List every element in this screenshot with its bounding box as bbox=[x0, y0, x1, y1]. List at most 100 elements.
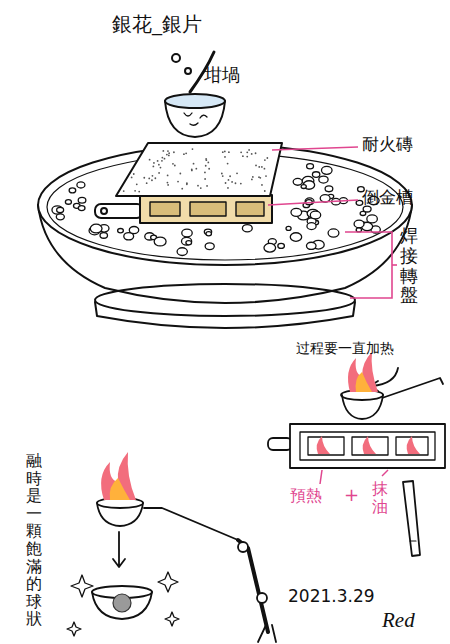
brick-dot bbox=[207, 162, 209, 164]
pebble bbox=[286, 226, 291, 230]
brick-dot bbox=[134, 190, 136, 192]
step-label: 抹油 bbox=[372, 480, 388, 515]
pebble bbox=[129, 226, 138, 233]
torch-rod bbox=[144, 508, 238, 540]
brick-dot bbox=[186, 183, 188, 185]
mold-handle bbox=[95, 204, 143, 218]
step-label: 預熱 bbox=[290, 486, 322, 505]
pebble bbox=[356, 200, 363, 205]
brick-dot bbox=[181, 188, 183, 190]
brick-dot bbox=[168, 152, 170, 154]
brick-dot bbox=[255, 152, 257, 154]
brick-dot bbox=[264, 168, 266, 170]
ingot-mold bbox=[290, 424, 445, 468]
brick-dot bbox=[152, 175, 154, 177]
brick-dot bbox=[235, 182, 237, 184]
brick-dot bbox=[251, 178, 253, 180]
pebble bbox=[100, 233, 107, 239]
leader-line bbox=[272, 147, 358, 150]
brick-dot bbox=[123, 190, 125, 192]
pink-tick bbox=[382, 470, 388, 476]
flame bbox=[110, 478, 130, 500]
silver-ball bbox=[113, 594, 131, 612]
date-label: 2021.3.29 bbox=[288, 586, 375, 606]
part-label: 坩堝 bbox=[204, 64, 240, 86]
brick-dot bbox=[151, 179, 153, 181]
pebble bbox=[181, 237, 191, 245]
pebble bbox=[360, 211, 366, 215]
pebble bbox=[307, 164, 314, 169]
pebble bbox=[293, 178, 302, 185]
pebble bbox=[367, 215, 378, 223]
pebble bbox=[290, 233, 301, 242]
brick-dot bbox=[138, 191, 140, 193]
flame bbox=[317, 436, 330, 454]
brick-dot bbox=[224, 151, 226, 153]
brick-dot bbox=[166, 154, 168, 156]
brick-dot bbox=[167, 150, 169, 152]
pebble bbox=[118, 228, 124, 232]
sparkle bbox=[165, 612, 179, 626]
brick-dot bbox=[222, 151, 224, 153]
brick-dot bbox=[265, 175, 267, 177]
brick-dot bbox=[157, 160, 159, 162]
mold-handle bbox=[268, 438, 292, 450]
brick-dot bbox=[149, 159, 151, 161]
brick-dot bbox=[259, 177, 261, 179]
brick-dot bbox=[258, 166, 260, 168]
signature: Red bbox=[382, 608, 415, 633]
brick-dot bbox=[174, 165, 176, 167]
brick-dot bbox=[252, 176, 254, 178]
brick-dot bbox=[191, 169, 193, 171]
brick-dot bbox=[248, 149, 250, 151]
flame bbox=[101, 452, 136, 500]
pebble bbox=[325, 186, 333, 192]
mold-slot bbox=[236, 202, 264, 216]
brick-dot bbox=[240, 151, 242, 153]
brush-band bbox=[410, 540, 416, 541]
silver-piece bbox=[185, 68, 191, 74]
brick-dot bbox=[222, 175, 224, 177]
sparkle bbox=[67, 622, 81, 636]
brick-dot bbox=[192, 148, 194, 150]
brick-dot bbox=[152, 166, 154, 168]
pan-base bbox=[95, 284, 355, 316]
brick-dot bbox=[168, 154, 170, 156]
brick-dot bbox=[154, 177, 156, 179]
ingot-mold bbox=[140, 195, 272, 223]
brick-dot bbox=[146, 182, 148, 184]
pebble bbox=[321, 166, 332, 174]
part-label: 倒金槽 bbox=[362, 187, 413, 207]
brick-dot bbox=[179, 173, 181, 175]
brick-dot bbox=[204, 178, 206, 180]
brick-dot bbox=[153, 162, 155, 164]
brick-dot bbox=[225, 182, 227, 184]
brick-dot bbox=[193, 163, 195, 165]
leader-line bbox=[268, 200, 358, 205]
torch-handle bbox=[238, 540, 268, 632]
pebble bbox=[354, 220, 364, 227]
brick-dot bbox=[173, 151, 175, 153]
mold-slot bbox=[308, 437, 344, 455]
pebble bbox=[307, 223, 316, 230]
brick-dot bbox=[161, 157, 163, 159]
handle-hole bbox=[101, 208, 107, 214]
brick-dot bbox=[177, 181, 179, 183]
silver-piece bbox=[172, 54, 180, 62]
brick-dot bbox=[205, 165, 207, 167]
part-label: 焊接轉盤 bbox=[400, 226, 418, 305]
silver-bits bbox=[184, 113, 207, 125]
part-label: 耐火磚 bbox=[362, 134, 413, 154]
pink-tick bbox=[320, 470, 322, 484]
flame bbox=[348, 352, 378, 392]
flame bbox=[407, 436, 420, 454]
brick-dot bbox=[167, 184, 169, 186]
bracket bbox=[345, 232, 392, 298]
pebble bbox=[206, 232, 211, 236]
brick-dot bbox=[183, 153, 185, 155]
pebble bbox=[77, 182, 85, 188]
pebble bbox=[154, 237, 166, 246]
brick-dot bbox=[136, 183, 138, 185]
mold-slot bbox=[396, 437, 428, 455]
mold-slot bbox=[352, 437, 388, 455]
